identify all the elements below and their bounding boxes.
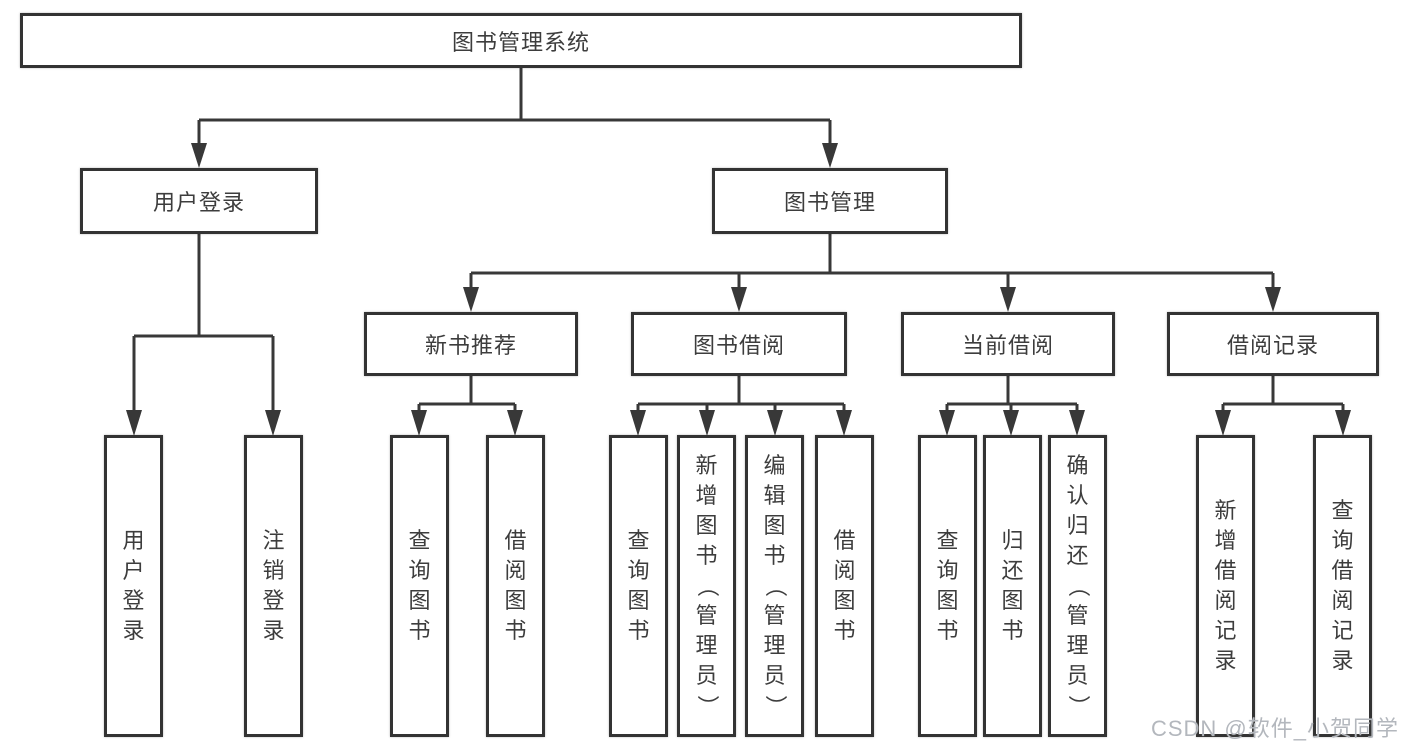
watermark: CSDN @软件_小贺同学	[1150, 716, 1399, 741]
leaf-logout: 注销登录	[244, 435, 303, 737]
leaf-borrowing-add-books-admin: 新增图书（管理员）	[677, 435, 736, 737]
leaf-records-add-borrow-record: 新增借阅记录	[1196, 435, 1255, 737]
leaf-borrowing-query-books: 查询图书	[609, 435, 668, 737]
leaf-records-query-borrow-record: 查询借阅记录	[1313, 435, 1372, 737]
node-book-borrowing: 图书借阅	[631, 312, 847, 376]
leaf-borrowing-borrow-books: 借阅图书	[815, 435, 874, 737]
node-borrowing-records: 借阅记录	[1167, 312, 1379, 376]
leaf-current-return-books: 归还图书	[983, 435, 1042, 737]
node-current-borrowing: 当前借阅	[901, 312, 1115, 376]
node-library-management-system: 图书管理系统	[20, 13, 1022, 68]
node-book-management: 图书管理	[712, 168, 948, 234]
node-new-book-recommendation: 新书推荐	[364, 312, 578, 376]
leaf-recommend-query-books: 查询图书	[390, 435, 449, 737]
leaf-recommend-borrow-books: 借阅图书	[486, 435, 545, 737]
leaf-current-confirm-return-admin: 确认归还（管理员）	[1048, 435, 1107, 737]
node-user-login: 用户登录	[80, 168, 318, 234]
leaf-current-query-books: 查询图书	[918, 435, 977, 737]
leaf-borrowing-edit-books-admin: 编辑图书（管理员）	[745, 435, 804, 737]
leaf-user-login: 用户登录	[104, 435, 163, 737]
